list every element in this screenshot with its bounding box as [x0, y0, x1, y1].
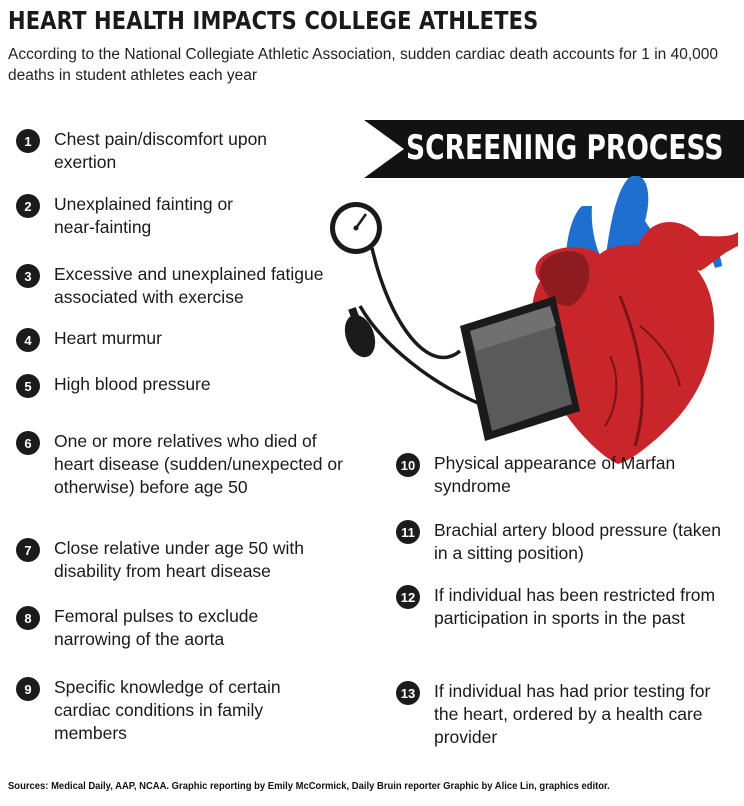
item-text: Unexplained fainting or near-fainting [54, 194, 234, 237]
item-text: Close relative under age 50 with disabil… [54, 538, 305, 581]
item-number-badge: 12 [396, 585, 420, 609]
list-item: 9 Specific knowledge of certain cardiac … [16, 676, 356, 745]
list-item: 5 High blood pressure [16, 373, 346, 398]
heart-icon [531, 176, 738, 464]
list-item: 8 Femoral pulses to exclude narrowing of… [16, 605, 346, 651]
list-item: 12 If individual has been restricted fro… [396, 584, 736, 630]
item-number-badge: 4 [16, 328, 40, 352]
list-item: 13 If individual has had prior testing f… [396, 680, 736, 749]
page-title: HEART HEALTH IMPACTS COLLEGE ATHLETES [8, 6, 539, 35]
list-item: 11 Brachial artery blood pressure (taken… [396, 519, 736, 565]
item-text: Specific knowledge of certain cardiac co… [54, 677, 281, 743]
item-text: If individual has had prior testing for … [434, 681, 711, 747]
screening-banner [364, 120, 744, 178]
item-number-badge: 6 [16, 431, 40, 455]
item-text: If individual has been restricted from p… [434, 585, 716, 628]
list-item: 6 One or more relatives who died of hear… [16, 430, 361, 499]
item-number-badge: 1 [16, 129, 40, 153]
list-item: 10 Physical appearance of Marfan syndrom… [396, 452, 736, 498]
list-item: 1 Chest pain/discomfort upon exertion [16, 128, 346, 174]
item-number-badge: 8 [16, 606, 40, 630]
item-number-badge: 7 [16, 538, 40, 562]
heart-illustration [330, 176, 738, 464]
item-text: Excessive and unexplained fatigue associ… [54, 264, 324, 307]
item-text: Brachial artery blood pressure (taken in… [434, 520, 721, 563]
item-text: High blood pressure [54, 374, 211, 394]
item-number-badge: 2 [16, 194, 40, 218]
item-text: Physical appearance of Marfan syndrome [434, 453, 676, 496]
item-number-badge: 10 [396, 453, 420, 477]
list-item: 4 Heart murmur [16, 327, 346, 352]
page-subtitle: According to the National Collegiate Ath… [8, 46, 719, 84]
screening-banner-label: SCREENING PROCESS [406, 128, 724, 168]
item-text: One or more relatives who died of heart … [54, 431, 343, 497]
item-text: Heart murmur [54, 328, 162, 348]
list-item: 3 Excessive and unexplained fatigue asso… [16, 263, 346, 309]
list-item: 2 Unexplained fainting or near-fainting [16, 193, 346, 239]
pump-bulb-icon [344, 306, 376, 358]
pressure-gauge-icon [330, 202, 382, 254]
item-number-badge: 3 [16, 264, 40, 288]
item-number-badge: 9 [16, 677, 40, 701]
item-text: Femoral pulses to exclude narrowing of t… [54, 606, 259, 649]
item-text: Chest pain/discomfort upon exertion [54, 129, 268, 172]
item-number-badge: 11 [396, 520, 420, 544]
sources-footer: Sources: Medical Daily, AAP, NCAA. Graph… [8, 780, 610, 792]
pressure-cuff-icon [460, 296, 580, 441]
item-number-badge: 5 [16, 374, 40, 398]
item-number-badge: 13 [396, 681, 420, 705]
list-item: 7 Close relative under age 50 with disab… [16, 537, 346, 583]
